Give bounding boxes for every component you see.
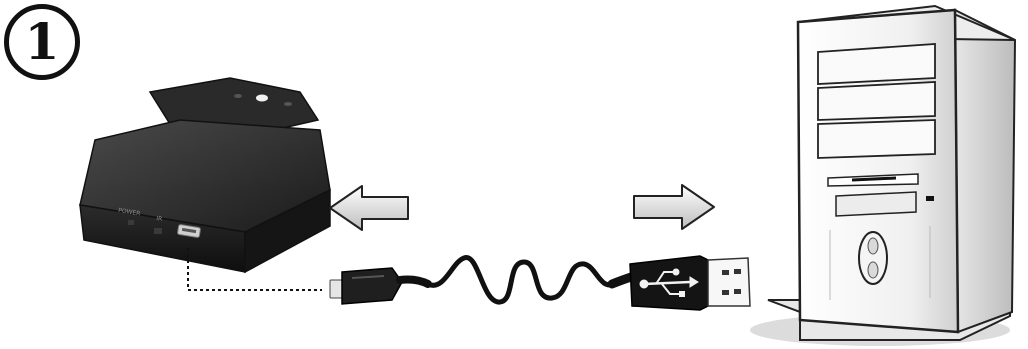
reset-button-icon xyxy=(926,196,934,201)
mini-usb-plug-icon xyxy=(342,268,402,304)
power-indicator-icon xyxy=(128,220,134,225)
drive-bay-3-icon xyxy=(818,120,935,158)
drive-bay-1-icon xyxy=(818,44,935,84)
arrow-right-icon xyxy=(634,185,714,229)
ir-label: IR xyxy=(156,215,163,223)
mini-usb-plug-tip-icon xyxy=(330,280,342,298)
usb-a-metal-tip-icon xyxy=(708,258,750,306)
arrow-left-icon xyxy=(330,186,408,230)
usb-cable-icon xyxy=(330,256,750,310)
ir-window-icon xyxy=(154,228,162,234)
controller-adapter-icon: POWER IR xyxy=(80,78,330,272)
drive-bay-2-icon xyxy=(818,82,935,120)
adapter-led-icon xyxy=(256,95,268,102)
desktop-tower-pc-icon xyxy=(750,6,1015,346)
